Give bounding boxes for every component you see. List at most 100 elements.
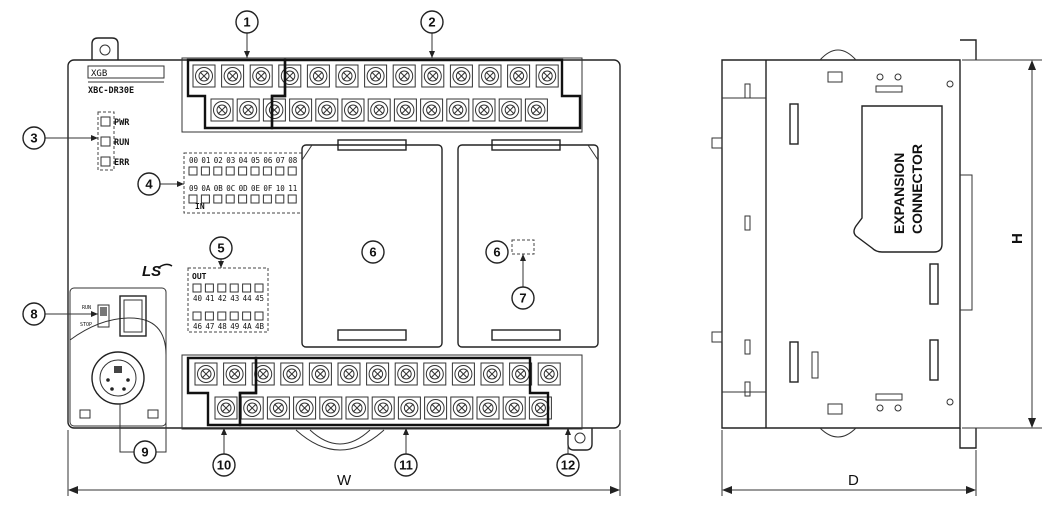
callout: 1 [235,10,259,58]
ls-logo-swoosh [157,263,173,269]
callout-number: 6 [369,245,376,260]
io-led-label: 46 [193,322,203,331]
io-led-label: 07 [276,156,285,165]
dimension-width-label: W [337,472,352,489]
io-led-label: 41 [205,294,214,303]
callout-number: 3 [30,131,37,146]
side-vent [929,339,939,381]
callout: 8 [22,302,98,326]
terminal-screw [367,98,391,122]
terminal-screw [278,64,302,88]
side-body-outline [721,59,961,429]
side-slot [744,215,751,231]
option-cover-right-notch [587,144,599,161]
callout-number: 2 [428,15,435,30]
option-cover-left-clip-top [337,139,407,151]
model-name: XBC-DR30E [88,86,134,96]
io-led-label: 0B [214,184,224,193]
terminal-screw [221,64,245,88]
io-led [225,194,235,204]
terminal-screw [192,64,216,88]
side-screw [894,73,902,81]
callout-number: 1 [243,15,250,30]
callout-number: 7 [519,291,526,306]
out-led-frame [187,267,269,333]
option-cover-left [301,144,443,348]
io-led-label: 4A [243,322,253,331]
io-led [200,194,210,204]
bottom-cover-bump [295,429,385,451]
terminal-screw [537,362,561,386]
io-led [229,283,239,293]
io-led [192,311,202,321]
led-err: ERR [100,156,130,168]
callout: 2 [420,10,444,58]
io-led-label: 45 [255,294,264,303]
terminal-screw [289,98,313,122]
io-led-label: 0F [263,184,273,193]
mini-din-port [91,351,145,405]
io-led [250,166,260,176]
top-terminal-row-lower [210,98,548,122]
terminal-screw [393,98,417,122]
dimension-depth-label: D [848,472,859,489]
io-led [254,311,264,321]
io-led-label: 01 [201,156,210,165]
terminal-screw [319,396,343,420]
ls-logo: LS [142,263,161,280]
terminal-screw [476,396,500,420]
callout-number: 4 [145,177,153,192]
led-run: RUN [100,136,129,148]
mini-din-pin [126,378,130,382]
side-small-latch [827,403,843,415]
left-lower-panel [69,287,167,427]
side-screw [946,80,954,88]
callout-number: 10 [217,458,231,473]
run-stop-switch [97,304,110,328]
callout: 6 [485,240,509,264]
terminal-screw [293,396,317,420]
io-led [188,194,198,204]
option-cover-right [457,144,599,348]
callout: 11 [394,428,418,477]
connector-cover-inner [123,299,143,333]
side-slot [744,83,751,99]
battery-slot [511,239,535,255]
option-cover-left-clip-bottom [337,329,407,341]
io-led [192,283,202,293]
terminal-screw [450,396,474,420]
terminal-screw [210,98,234,122]
io-led [287,166,297,176]
mini-din-pin [110,387,114,391]
io-led [238,194,248,204]
terminal-screw [449,64,473,88]
callout: 3 [22,126,98,150]
left-lower-panel-arc [69,317,167,356]
io-led [213,194,223,204]
callout: 6 [361,240,385,264]
side-small-latch [827,71,843,83]
terminal-screw [446,98,470,122]
terminal-screw [394,362,418,386]
side-small-switch [875,85,903,93]
io-led-label: 43 [230,294,239,303]
terminal-screw [392,64,416,88]
terminal-screw [249,64,273,88]
terminal-screw [251,362,275,386]
io-led [254,283,264,293]
dimension-height: H [962,59,1042,429]
switch-stop-label: STOP [80,322,92,328]
side-small-switch [875,393,903,401]
dimension-width: W [67,430,621,496]
io-led-label: 03 [226,156,235,165]
switch-run-label: RUN [82,305,91,311]
io-led-label: 47 [205,322,214,331]
io-led [287,194,297,204]
out-label: OUT [192,272,207,281]
terminal-screw [498,98,522,122]
led-run-label: RUN [114,138,129,148]
terminal-screw [421,64,445,88]
